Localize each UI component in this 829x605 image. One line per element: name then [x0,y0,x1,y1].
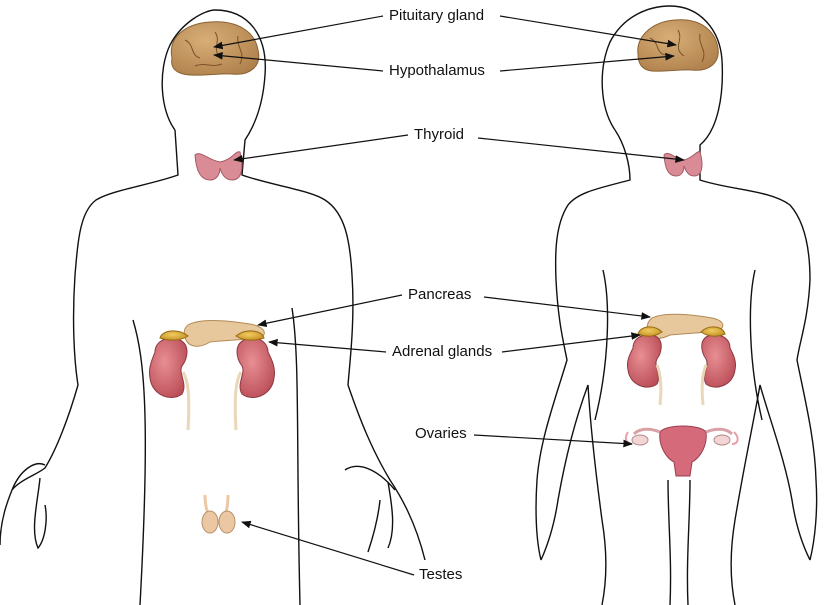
female-body-outline [536,6,817,605]
label-pancreas: Pancreas [405,286,474,304]
female-reproductive-organs [626,426,738,476]
label-thyroid: Thyroid [411,126,467,144]
label-hypothalamus: Hypothalamus [386,62,488,80]
male-brain [171,22,258,75]
female-brain [638,20,718,71]
male-right-kidney [235,331,274,430]
label-testes: Testes [416,566,465,584]
male-left-kidney [149,331,188,430]
label-adrenal-glands: Adrenal glands [389,343,495,361]
female-left-kidney [627,327,662,405]
female-right-kidney [701,327,736,405]
male-thyroid [195,152,242,180]
female-thyroid [664,152,702,176]
label-pituitary-gland: Pituitary gland [386,7,487,25]
male-testes [202,495,235,533]
label-ovaries: Ovaries [412,425,470,443]
